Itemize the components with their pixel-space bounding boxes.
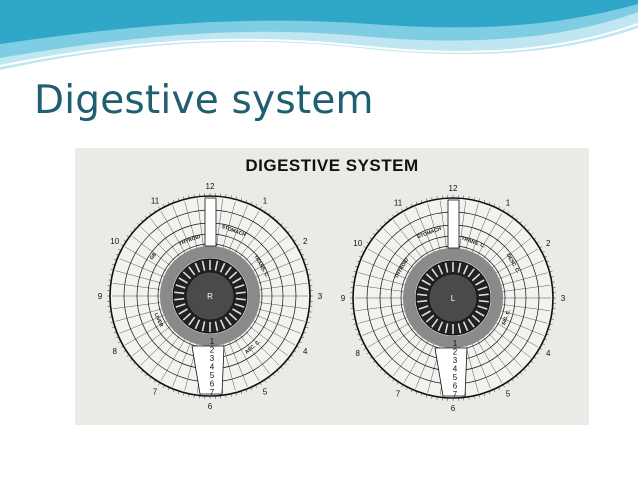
left-clock-8: 8: [356, 349, 361, 358]
right-ring-number-2: 2: [210, 346, 215, 355]
left-clock-6: 6: [451, 404, 456, 413]
header-wave-decoration: [0, 0, 638, 70]
left-intestinal-zone: [403, 248, 503, 348]
left-ring-number-3: 3: [453, 356, 458, 365]
right-ring-number-5: 5: [210, 371, 215, 380]
left-clock-3: 3: [561, 294, 566, 303]
right-clock-9: 9: [98, 292, 103, 301]
left-clock-7: 7: [396, 389, 401, 398]
right-ring-number-1: 1: [210, 337, 215, 346]
left-iris: L1212345678910111234567THYROIDSTOMACHTRA…: [341, 184, 566, 413]
iris-diagrams: R1212345678910111234567LIVERGBTHYROIDSTO…: [98, 182, 566, 413]
right-clock-4: 4: [303, 347, 308, 356]
right-clock-11: 11: [151, 197, 160, 206]
left-lower-lobe: [434, 347, 468, 397]
right-clock-10: 10: [110, 237, 119, 246]
right-pupil-label: R: [207, 292, 213, 301]
right-pupil: [185, 271, 235, 321]
right-lower-lobe: [191, 345, 225, 395]
right-iris: R1212345678910111234567LIVERGBTHYROIDSTO…: [98, 182, 323, 411]
left-clock-10: 10: [353, 239, 362, 248]
right-zone-liver: LIVER: [153, 312, 165, 328]
right-clock-7: 7: [153, 387, 158, 396]
left-clock-4: 4: [546, 349, 551, 358]
left-pupil-label: L: [451, 294, 456, 303]
slide-title: Digestive system: [34, 78, 374, 123]
left-clock-12: 12: [449, 184, 458, 193]
right-clock-8: 8: [113, 347, 118, 356]
right-ring-number-4: 4: [210, 363, 215, 372]
left-clock-9: 9: [341, 294, 346, 303]
figure-title: DIGESTIVE SYSTEM: [245, 156, 419, 175]
right-zone-gb: GB: [149, 251, 158, 261]
right-clock-5: 5: [263, 387, 268, 396]
left-upper-lobe: [447, 199, 460, 249]
left-clock-5: 5: [506, 389, 511, 398]
right-ring-number-6: 6: [210, 380, 215, 389]
left-ring-number-2: 2: [453, 348, 458, 357]
left-pupil: [428, 273, 478, 323]
right-ring-number-7: 7: [210, 388, 215, 397]
right-clock-12: 12: [206, 182, 215, 191]
left-clock-2: 2: [546, 239, 551, 248]
right-clock-2: 2: [303, 237, 308, 246]
right-intestinal-zone: [160, 246, 260, 346]
left-clock-1: 1: [506, 199, 511, 208]
left-zone-sig-c-: SIG. C.: [501, 308, 512, 326]
left-ring-number-5: 5: [453, 373, 458, 382]
right-upper-lobe: [204, 197, 217, 247]
right-clock-3: 3: [318, 292, 323, 301]
right-ring-number-3: 3: [210, 354, 215, 363]
right-clock-1: 1: [263, 197, 268, 206]
right-clock-6: 6: [208, 402, 213, 411]
left-ring-number-7: 7: [453, 390, 458, 399]
left-ring-number-6: 6: [453, 382, 458, 391]
left-ring-number-1: 1: [453, 339, 458, 348]
left-clock-11: 11: [394, 199, 403, 208]
left-ring-number-4: 4: [453, 365, 458, 374]
